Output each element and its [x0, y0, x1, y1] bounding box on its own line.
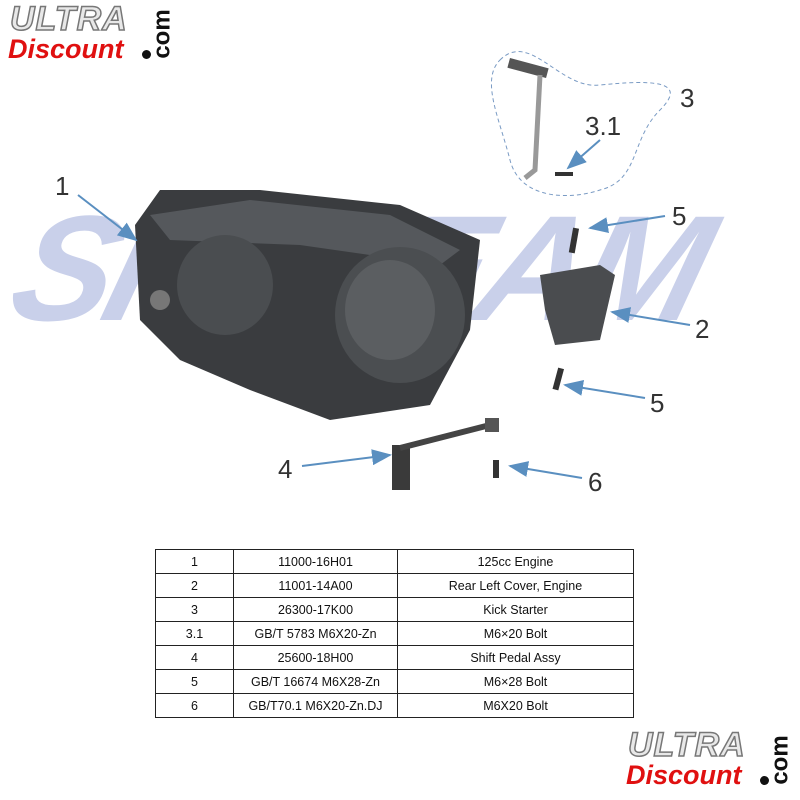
- part-number-ref: 4: [155, 645, 234, 670]
- shift-pedal-image: [392, 418, 499, 490]
- part-description: Shift Pedal Assy: [397, 645, 634, 670]
- callout-6: 6: [588, 467, 602, 497]
- bolt-3-1-image: [555, 172, 573, 176]
- bolt-5-top-image: [568, 227, 580, 254]
- logo-brand: ULTRA: [9, 0, 128, 39]
- exploded-parts-diagram: SKYTEAM 1 2 3 3.1 4 5 5 6: [0, 51, 733, 497]
- kick-starter-image: [507, 58, 549, 180]
- callout-arrows: [77, 139, 691, 479]
- bolt-6-image: [493, 460, 499, 478]
- callout-3: 3: [680, 83, 694, 113]
- part-number-ref: 3.1: [155, 621, 234, 646]
- part-code: GB/T70.1 M6X20-Zn.DJ: [233, 693, 398, 718]
- part-number-ref: 5: [155, 669, 234, 694]
- part-number-ref: 1: [155, 549, 234, 574]
- part-description: M6×28 Bolt: [397, 669, 634, 694]
- part-description: Kick Starter: [397, 597, 634, 622]
- engine-image: [135, 190, 480, 420]
- logo-dot: [760, 776, 769, 785]
- part-code: 11000-16H01: [233, 549, 398, 574]
- rear-left-cover-image: [540, 265, 615, 345]
- ultradiscount-logo-bottom[interactable]: ULTRA Discount com: [618, 725, 794, 794]
- part-code: 25600-18H00: [233, 645, 398, 670]
- part-code: GB/T 5783 M6X20-Zn: [233, 621, 398, 646]
- callout-3-1: 3.1: [585, 111, 621, 141]
- callout-5-bottom: 5: [650, 388, 664, 418]
- part-description: M6×20 Bolt: [397, 621, 634, 646]
- ultradiscount-logo-top[interactable]: ULTRA Discount com: [0, 0, 176, 68]
- callout-4: 4: [278, 454, 292, 484]
- part-number-ref: 3: [155, 597, 234, 622]
- bolt-5-bottom-image: [552, 367, 565, 391]
- part-description: M6X20 Bolt: [397, 693, 634, 718]
- part-code: 26300-17K00: [233, 597, 398, 622]
- logo-brand: ULTRA: [627, 725, 746, 765]
- logo-tld: com: [766, 735, 794, 785]
- part-number-ref: 2: [155, 573, 234, 598]
- logo-name: Discount: [626, 760, 742, 790]
- part-number-ref: 6: [155, 693, 234, 718]
- part-code: 11001-14A00: [233, 573, 398, 598]
- logo-dot: [142, 50, 151, 59]
- part-description: Rear Left Cover, Engine: [397, 573, 634, 598]
- callout-5-top: 5: [672, 201, 686, 231]
- part-description: 125cc Engine: [397, 549, 634, 574]
- callout-2: 2: [695, 314, 709, 344]
- logo-name: Discount: [8, 34, 124, 64]
- kick-starter-group-outline: [491, 51, 671, 197]
- callout-1: 1: [55, 171, 69, 201]
- part-code: GB/T 16674 M6X28-Zn: [233, 669, 398, 694]
